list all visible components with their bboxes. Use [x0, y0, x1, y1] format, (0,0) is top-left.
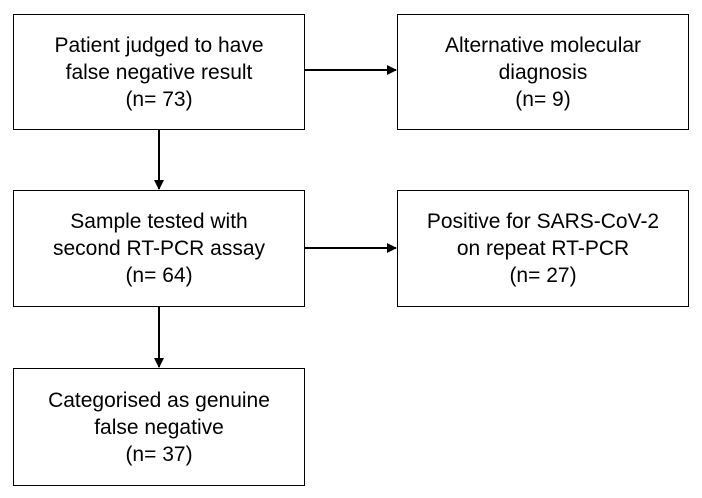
node-second-assay: Sample tested with second RT-PCR assay (…: [13, 190, 305, 307]
node-genuine: Categorised as genuine false negative (n…: [13, 368, 305, 486]
node-alt-diagnosis-line1: Alternative molecular: [444, 33, 642, 57]
node-positive-repeat-count: (n= 27): [509, 264, 577, 287]
node-false-negative: Patient judged to have false negative re…: [13, 14, 305, 130]
node-genuine-count: (n= 37): [125, 442, 193, 466]
node-genuine-line1: Categorised as genuine: [48, 388, 270, 412]
node-positive-repeat-line2: on repeat RT-PCR: [456, 237, 630, 260]
node-false-negative-line2: false negative result: [65, 60, 253, 84]
node-second-assay-line2: second RT-PCR assay: [52, 237, 266, 260]
node-second-assay-line1: Sample tested with: [70, 210, 248, 233]
node-alt-diagnosis: Alternative molecular diagnosis (n= 9): [397, 14, 689, 130]
node-false-negative-count: (n= 73): [125, 87, 193, 111]
node-positive-repeat-line1: Positive for SARS-CoV-2: [426, 210, 660, 233]
node-positive-repeat: Positive for SARS-CoV-2 on repeat RT-PCR…: [397, 190, 689, 307]
node-second-assay-count: (n= 64): [125, 264, 193, 287]
node-alt-diagnosis-count: (n= 9): [515, 87, 571, 111]
node-alt-diagnosis-line2: diagnosis: [498, 60, 588, 84]
node-genuine-line2: false negative: [94, 415, 224, 439]
node-false-negative-line1: Patient judged to have: [54, 33, 264, 57]
